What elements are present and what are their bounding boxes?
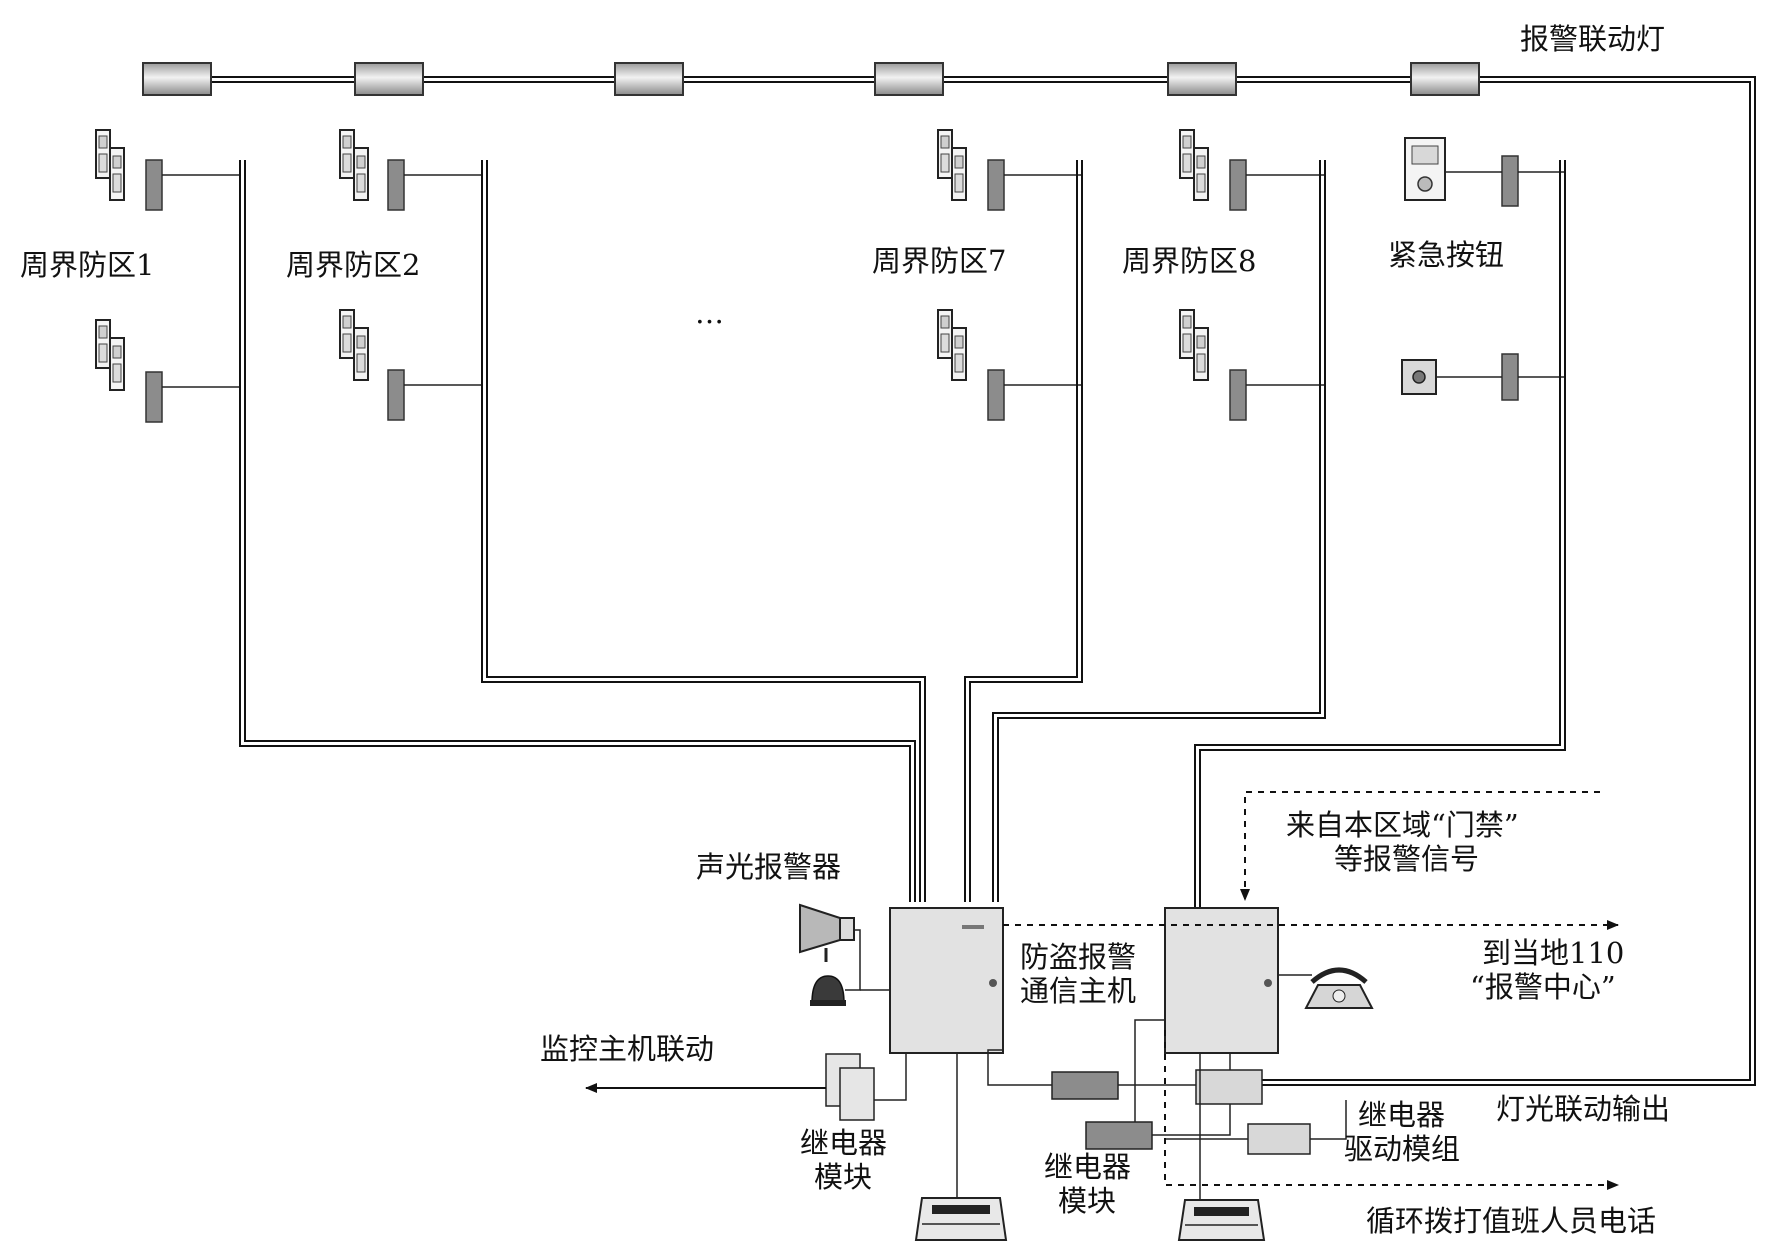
relay-module-left: [825, 1053, 875, 1121]
zone7-label: 周界防区7: [872, 244, 1007, 278]
host-label-line1: 防盗报警: [1020, 940, 1137, 974]
keypad-icon: [914, 1197, 1008, 1241]
alarm-light-line: [185, 76, 1756, 1086]
zone-module: [1501, 353, 1519, 401]
access-signal-label-line2: 等报警信号: [1334, 842, 1480, 876]
duty-call-arrow: [1164, 1030, 1619, 1190]
emergency-group: [1194, 137, 1566, 908]
emergency-button-label: 紧急按钮: [1388, 238, 1505, 272]
zone-module: [387, 159, 405, 211]
zone-module: [1229, 159, 1247, 211]
communication-host-cabinet: [1164, 907, 1279, 1054]
siren-icon: [799, 903, 855, 962]
host-label-line2: 通信主机: [1020, 974, 1137, 1008]
relay-driver-module: [1195, 1069, 1263, 1105]
detector-icon: [1179, 129, 1209, 201]
to-110-label-line2: “报警中心”: [1470, 970, 1616, 1004]
zone8-label: 周界防区8: [1122, 244, 1257, 278]
siren-label: 声光报警器: [696, 850, 842, 884]
detector-icon: [339, 129, 369, 201]
strobe-light-icon: [810, 975, 846, 1006]
alarm-lamp: [142, 62, 212, 96]
relay-module-mid-lower: [1085, 1121, 1153, 1150]
zone8-group: [992, 129, 1326, 902]
zone-module: [987, 369, 1005, 421]
alarm-lamp: [614, 62, 684, 96]
relay-driver-line2: 驱动模组: [1344, 1132, 1461, 1166]
light-output-label: 灯光联动输出: [1496, 1092, 1671, 1126]
zone-module: [987, 159, 1005, 211]
emergency-button-icon: [1404, 137, 1446, 201]
zone-module: [387, 369, 405, 421]
monitor-link-label: 监控主机联动: [540, 1032, 715, 1066]
detector-icon: [1179, 309, 1209, 381]
zone-module: [1229, 369, 1247, 421]
alarm-light-label: 报警联动灯: [1520, 22, 1666, 56]
ellipsis-label: …: [695, 296, 724, 330]
to-110-label-line1: 到当地110: [1482, 936, 1625, 970]
zone2-group: [339, 129, 926, 902]
zone-module: [145, 371, 163, 423]
alarm-lamp: [1167, 62, 1237, 96]
alarm-lamp: [1410, 62, 1480, 96]
relay-module-mid-line1: 继电器: [1044, 1150, 1132, 1184]
duty-call-label: 循环拨打值班人员电话: [1366, 1204, 1657, 1238]
alarm-lamps: [142, 62, 1480, 96]
zone-module: [145, 159, 163, 211]
relay-driver-line1: 继电器: [1358, 1098, 1446, 1132]
relay-module-left-line2: 模块: [814, 1160, 873, 1194]
zone1-label: 周界防区1: [20, 248, 155, 282]
detector-icon: [339, 309, 369, 381]
alarm-host-cabinet: [889, 907, 1004, 1054]
zone-module: [1501, 155, 1519, 207]
relay-driver-module-aux: [1247, 1123, 1311, 1155]
relay-module-mid: [1051, 1071, 1119, 1100]
detector-icon: [95, 319, 125, 391]
zone2-label: 周界防区2: [286, 248, 421, 282]
zone7-group: [937, 129, 1083, 902]
relay-module-mid-line2: 模块: [1058, 1184, 1117, 1218]
detector-icon: [95, 129, 125, 201]
alarm-lamp: [354, 62, 424, 96]
detector-icon: [937, 129, 967, 201]
keypad-icon: [1177, 1199, 1266, 1241]
detector-icon: [937, 309, 967, 381]
relay-module-left-line1: 继电器: [800, 1126, 888, 1160]
telephone-icon: [1304, 967, 1374, 1009]
alarm-lamp: [874, 62, 944, 96]
zone1-group: [95, 129, 916, 902]
emergency-button-icon: [1401, 359, 1437, 395]
access-signal-label-line1: 来自本区域“门禁”: [1286, 808, 1519, 842]
